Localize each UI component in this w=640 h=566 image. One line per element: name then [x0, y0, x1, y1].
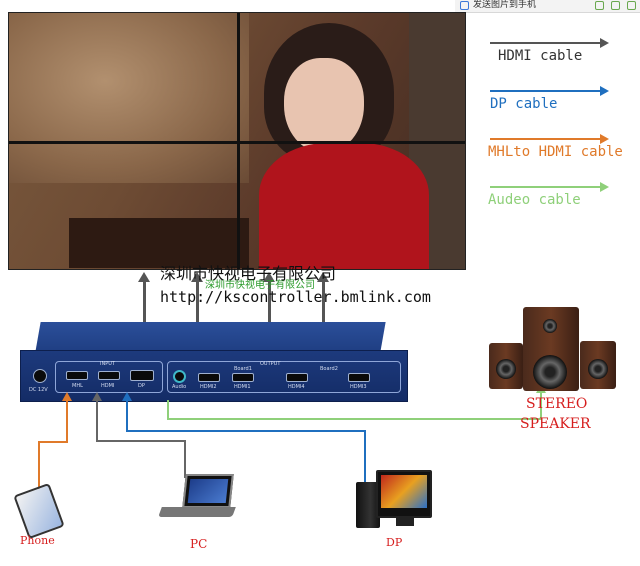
legend-hdmi-arrowhead: [600, 38, 609, 48]
speaker-caption-line2: SPEAKER: [520, 416, 591, 432]
audio-out-jack: [173, 370, 186, 383]
legend-mhl-arrowhead: [600, 134, 609, 144]
model-face: [284, 58, 364, 153]
video-wall-controller: DC 12V INPUT MHL HDMI DP OUTPUT Audio Bo…: [14, 322, 409, 404]
output-label: OUTPUT: [260, 361, 281, 367]
background-furniture: [69, 218, 249, 268]
dp-cable-horizontal: [126, 430, 366, 432]
board2-label: Board2: [320, 366, 338, 372]
pc-caption: PC: [190, 537, 208, 551]
right-speaker-cone: [588, 359, 608, 379]
input-port-dp: [130, 370, 154, 381]
output-port-hdmi4: [286, 373, 308, 382]
expand-icon[interactable]: [595, 1, 604, 10]
device-top: [35, 322, 386, 352]
stereo-speakers: [485, 305, 620, 395]
output-arrow-3-head: [263, 272, 275, 282]
legend-dp-label: DP cable: [490, 96, 558, 112]
browser-toolbar: 发送图片到手机: [455, 0, 640, 13]
desktop-monitor-display: [381, 475, 427, 508]
background-mural: [9, 13, 249, 183]
output-arrow-1: [138, 272, 150, 324]
output-port-hdmi3: [348, 373, 370, 382]
output-port-hdmi3-label: HDMI3: [350, 384, 367, 390]
laptop-keyboard: [158, 507, 236, 517]
legend-mhl-label: MHLto HDMI cable: [488, 144, 623, 160]
desktop-monitor: [376, 470, 432, 518]
dp-cable-arrowhead: [122, 392, 132, 401]
hdmi-cable-vertical-bottom: [184, 440, 186, 478]
output-port-hdmi1: [232, 373, 254, 382]
screen-bezel-horizontal: [9, 141, 465, 144]
company-watermark-green: 深圳市快视电子有限公司: [205, 280, 315, 291]
legend-hdmi-line: [490, 42, 602, 44]
output-port-hdmi2-label: HDMI2: [200, 384, 217, 390]
output-arrow-2: [191, 272, 203, 324]
input-port-mhl: [66, 371, 88, 380]
audio-cable-vertical: [167, 400, 169, 419]
laptop-display: [187, 479, 229, 503]
mhl-cable-vertical-bottom: [38, 441, 40, 493]
subwoofer: [523, 307, 579, 391]
input-port-hdmi-label: HDMI: [101, 383, 115, 389]
phone-caption: Phone: [20, 534, 55, 547]
legend-audio-label: Audeo cable: [488, 192, 581, 208]
output-arrow-4: [317, 272, 329, 324]
device-front-panel: DC 12V INPUT MHL HDMI DP OUTPUT Audio Bo…: [20, 350, 408, 402]
hdmi-cable-arrowhead: [92, 392, 102, 401]
phone-send-icon[interactable]: [460, 1, 469, 10]
left-speaker-cone: [496, 359, 516, 379]
input-port-hdmi: [98, 371, 120, 380]
output-port-hdmi2: [198, 373, 220, 382]
website-url: http://kscontroller.bmlink.com: [160, 288, 431, 306]
output-arrow-3: [263, 272, 275, 324]
legend-audio-arrowhead: [600, 182, 609, 192]
output-arrow-2-head: [191, 272, 203, 282]
speaker-caption-line1: STEREO: [526, 396, 588, 412]
board1-label: Board1: [234, 366, 252, 372]
output-arrow-1-head: [138, 272, 150, 282]
laptop-screen: [182, 474, 234, 508]
output-port-hdmi4-label: HDMI4: [288, 384, 305, 390]
input-port-mhl-label: MHL: [72, 383, 83, 389]
settings-icon[interactable]: [627, 1, 636, 10]
audio-cable-horizontal: [167, 418, 542, 420]
phone-image: [13, 482, 65, 540]
dc-label: DC 12V: [29, 387, 48, 393]
mhl-cable-vertical-top: [66, 400, 68, 442]
mhl-cable-arrowhead: [62, 392, 72, 401]
video-wall-image: [8, 12, 466, 270]
input-panel: INPUT MHL HDMI DP: [55, 361, 163, 393]
audio-cable-riser: [540, 392, 542, 420]
dp-caption: DP: [386, 536, 403, 549]
legend-dp-arrowhead: [600, 86, 609, 96]
input-label: INPUT: [100, 361, 115, 367]
output-panel: OUTPUT Audio Board1 HDMI2 HDMI1 Board2 H…: [167, 361, 401, 393]
audio-label: Audio: [172, 384, 187, 390]
send-to-phone-link[interactable]: 发送图片到手机: [473, 0, 537, 10]
dp-cable-vertical-top: [126, 400, 128, 431]
subwoofer-cone: [533, 355, 567, 389]
model-dress: [259, 143, 429, 269]
left-speaker: [489, 343, 523, 389]
company-watermark: 深圳市快视电子有限公司: [160, 264, 337, 283]
mhl-cable-horizontal: [38, 441, 68, 443]
hdmi-cable-vertical-top: [96, 400, 98, 441]
legend-mhl-line: [490, 138, 602, 140]
right-speaker: [580, 341, 616, 389]
legend-audio-line: [490, 186, 602, 188]
dp-cable-vertical-bottom: [364, 430, 366, 484]
dc-power-port: [33, 369, 47, 383]
output-port-hdmi1-label: HDMI1: [234, 384, 251, 390]
legend-dp-line: [490, 90, 602, 92]
legend-hdmi-label: HDMI cable: [498, 48, 583, 64]
monitor-stand: [396, 518, 414, 526]
refresh-icon[interactable]: [611, 1, 620, 10]
output-arrow-4-head: [317, 272, 329, 282]
input-port-dp-label: DP: [138, 383, 145, 389]
hdmi-cable-horizontal: [96, 440, 186, 442]
subwoofer-tweeter: [543, 319, 557, 333]
